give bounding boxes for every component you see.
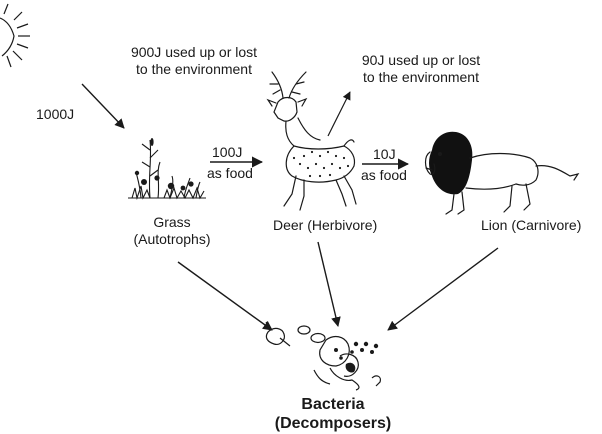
deer-energy-loss-label: 90J used up or lost to the environment <box>346 52 496 85</box>
lion-to-decomposers-arrow <box>388 248 498 330</box>
bacteria-illustration <box>266 322 380 390</box>
deer-spots <box>293 151 349 177</box>
grass-to-deer-amount: 100J <box>212 144 242 161</box>
grass-caption: Grass (Autotrophs) <box>117 214 227 247</box>
deer-illustration <box>268 72 356 210</box>
grass-to-decomposers-arrow <box>178 262 272 330</box>
deer-loss-line2: to the environment <box>346 69 496 86</box>
grass-role: (Autotrophs) <box>117 231 227 248</box>
grass-loss-line1: 900J used up or lost <box>104 44 284 61</box>
lion-illustration <box>426 132 579 214</box>
grass-energy-loss-label: 900J used up or lost to the environment <box>104 44 284 77</box>
deer-caption: Deer (Herbivore) <box>273 217 377 234</box>
grass-name: Grass <box>117 214 227 231</box>
grass-illustration <box>128 140 206 198</box>
deer-to-lion-note: as food <box>361 167 407 184</box>
deer-loss-line1: 90J used up or lost <box>346 52 496 69</box>
decomposers-name: Bacteria <box>258 396 408 415</box>
lion-caption: Lion (Carnivore) <box>481 217 581 234</box>
sun-icon <box>0 4 30 67</box>
deer-to-decomposers-arrow <box>318 242 338 326</box>
grass-to-deer-note: as food <box>207 165 253 182</box>
sun-to-grass-arrow <box>82 84 124 128</box>
sun-energy-label: 1000J <box>36 106 74 123</box>
grass-loss-line2: to the environment <box>104 61 284 78</box>
deer-to-lion-amount: 10J <box>373 146 396 163</box>
decomposers-caption: Bacteria (Decomposers) <box>258 396 408 434</box>
deer-energy-loss-arrow <box>328 92 350 136</box>
decomposers-role: (Decomposers) <box>258 415 408 434</box>
